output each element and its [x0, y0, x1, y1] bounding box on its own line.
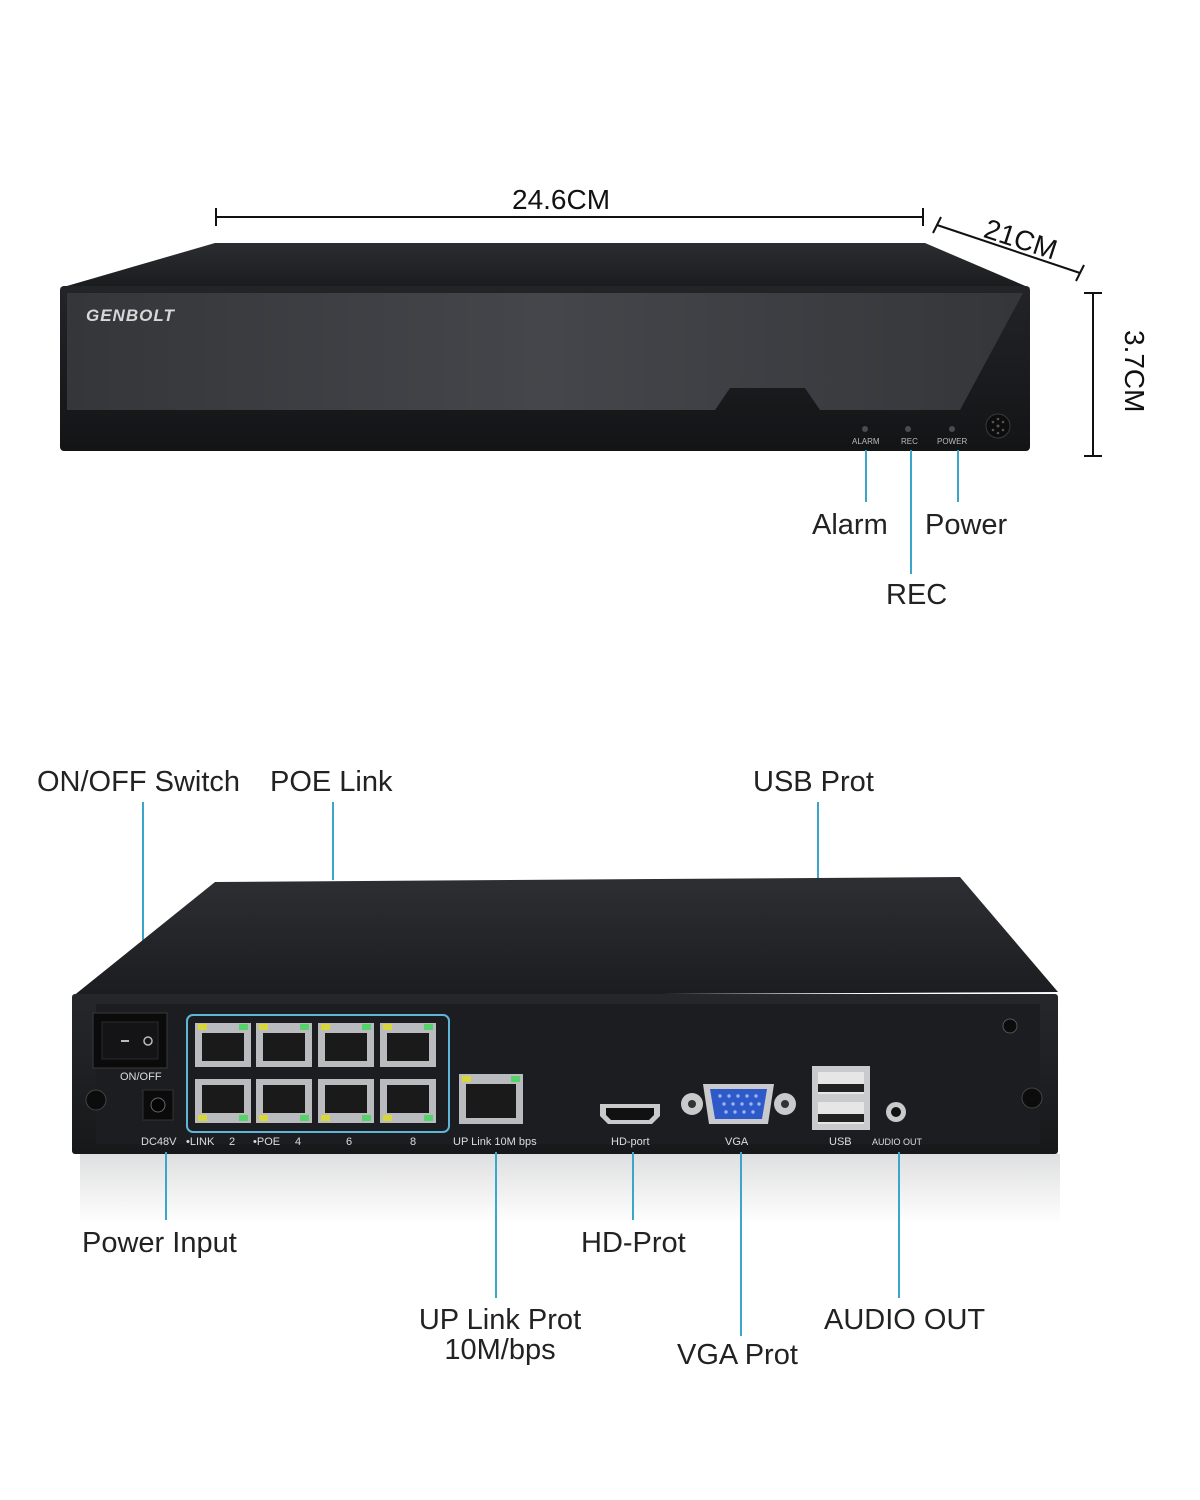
hd-leader-line	[632, 1152, 634, 1220]
power-leader-line	[957, 450, 959, 502]
alarm-panel-label: ALARM	[852, 437, 880, 446]
audio-out-callout: AUDIO OUT	[824, 1304, 986, 1336]
port-6-panel-label: 6	[346, 1136, 353, 1148]
brand-logo: GENBOLT	[86, 306, 175, 325]
up-link-prot-callout-line1: UP Link Prot	[418, 1304, 582, 1336]
usb-panel-label: USB	[829, 1136, 852, 1148]
rec-panel-label: REC	[901, 437, 918, 446]
width-dimension-tick-left	[215, 208, 217, 226]
on-off-panel-label: ON/OFF	[120, 1071, 162, 1083]
power-input-callout: Power Input	[82, 1227, 237, 1259]
vga-prot-callout: VGA Prot	[677, 1339, 798, 1371]
usb-prot-callout: USB Prot	[753, 766, 874, 798]
height-dimension-tick-bottom	[1084, 455, 1102, 457]
width-dimension-tick-right	[922, 208, 924, 226]
rec-leader-line	[910, 450, 912, 574]
audio-leader-line	[898, 1152, 900, 1298]
poe-panel-label: •POE	[253, 1136, 281, 1148]
vga-leader-line	[740, 1152, 742, 1336]
port-2-panel-label: 2	[229, 1136, 236, 1148]
uplink-panel-label: UP Link 10M bps	[453, 1136, 537, 1148]
dc48v-panel-label: DC48V	[141, 1136, 177, 1148]
rec-callout: REC	[886, 579, 948, 611]
audio-out-panel-label: AUDIO OUT	[872, 1137, 923, 1147]
on-off-switch-callout: ON/OFF Switch	[37, 766, 241, 798]
up-link-prot-callout: UP Link Prot 10M/bps	[415, 1305, 585, 1366]
depth-dimension-line	[932, 216, 1085, 282]
power-input-leader-line	[165, 1152, 167, 1220]
uplink-leader-line	[495, 1152, 497, 1298]
poe-link-callout: POE Link	[270, 766, 393, 798]
hd-prot-callout: HD-Prot	[581, 1227, 686, 1259]
poe-link-leader-line	[332, 802, 334, 880]
height-dimension-label: 3.7CM	[1119, 330, 1150, 413]
up-link-prot-callout-line2: 10M/bps	[444, 1334, 556, 1367]
nvr-rear-device	[72, 877, 1060, 1224]
alarm-callout: Alarm	[812, 509, 888, 541]
usb-leader-line	[817, 802, 819, 878]
power-callout: Power	[925, 509, 1008, 541]
nvr-front-device	[60, 243, 1030, 451]
power-panel-label: POWER	[937, 437, 968, 446]
on-off-leader-line	[142, 802, 144, 1022]
alarm-leader-line	[865, 450, 867, 502]
port-4-panel-label: 4	[295, 1136, 302, 1148]
vga-panel-label: VGA	[725, 1136, 749, 1148]
port-8-panel-label: 8	[410, 1136, 417, 1148]
height-dimension-tick-top	[1084, 292, 1102, 294]
link-panel-label: •LINK	[186, 1136, 215, 1148]
width-dimension-line	[216, 216, 924, 218]
height-dimension-line	[1092, 293, 1094, 456]
width-dimension-label: 24.6CM	[512, 184, 611, 215]
hd-port-panel-label: HD-port	[611, 1136, 650, 1148]
